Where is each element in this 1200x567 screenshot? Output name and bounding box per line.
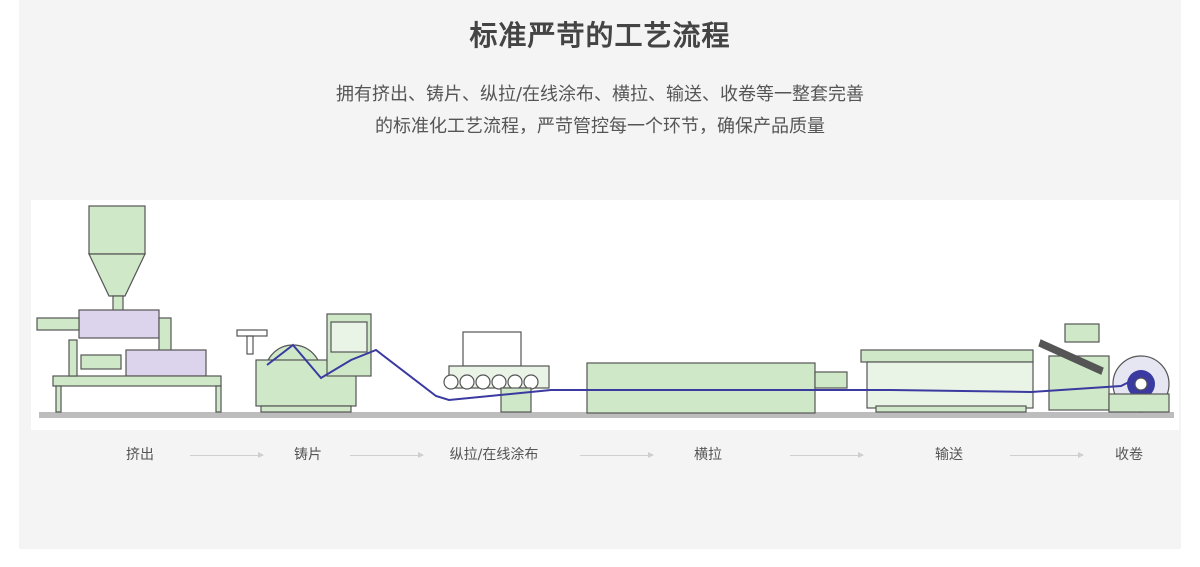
- production-line-illustration: [36, 205, 1174, 418]
- page-title: 标准严苛的工艺流程: [469, 19, 731, 52]
- step-casting: 铸片: [294, 447, 322, 463]
- description-line-1: 拥有挤出、铸片、纵拉/在线涂布、横拉、输送、收卷等一整套完善: [335, 84, 865, 105]
- step-mdo-coating: 纵拉/在线涂布: [449, 447, 539, 463]
- step-tdo: 横拉: [694, 447, 722, 463]
- step-arrow: [1010, 452, 1084, 458]
- description-line-2: 的标准化工艺流程，严苛管控每一个环节，确保产品质量: [375, 116, 825, 137]
- step-extrusion: 挤出: [126, 447, 154, 463]
- step-arrow: [350, 452, 424, 458]
- step-arrow: [580, 452, 654, 458]
- tdo-oven: [586, 362, 848, 414]
- step-conveying: 输送: [935, 447, 963, 463]
- step-arrow: [190, 452, 264, 458]
- casting-machine: [236, 313, 372, 413]
- step-winding: 收卷: [1115, 447, 1143, 463]
- step-arrow: [790, 452, 864, 458]
- conveying-machine: [860, 349, 1034, 413]
- mdo-coating-machine: [443, 331, 550, 413]
- extruder-machine: [36, 205, 222, 413]
- winding-machine: [1038, 323, 1170, 413]
- process-diagram: [31, 200, 1179, 430]
- floor-line: [39, 412, 1174, 418]
- process-steps: 挤出 铸片 纵拉/在线涂布 横拉 输送 收卷: [0, 440, 1200, 470]
- film-path: [266, 343, 1142, 402]
